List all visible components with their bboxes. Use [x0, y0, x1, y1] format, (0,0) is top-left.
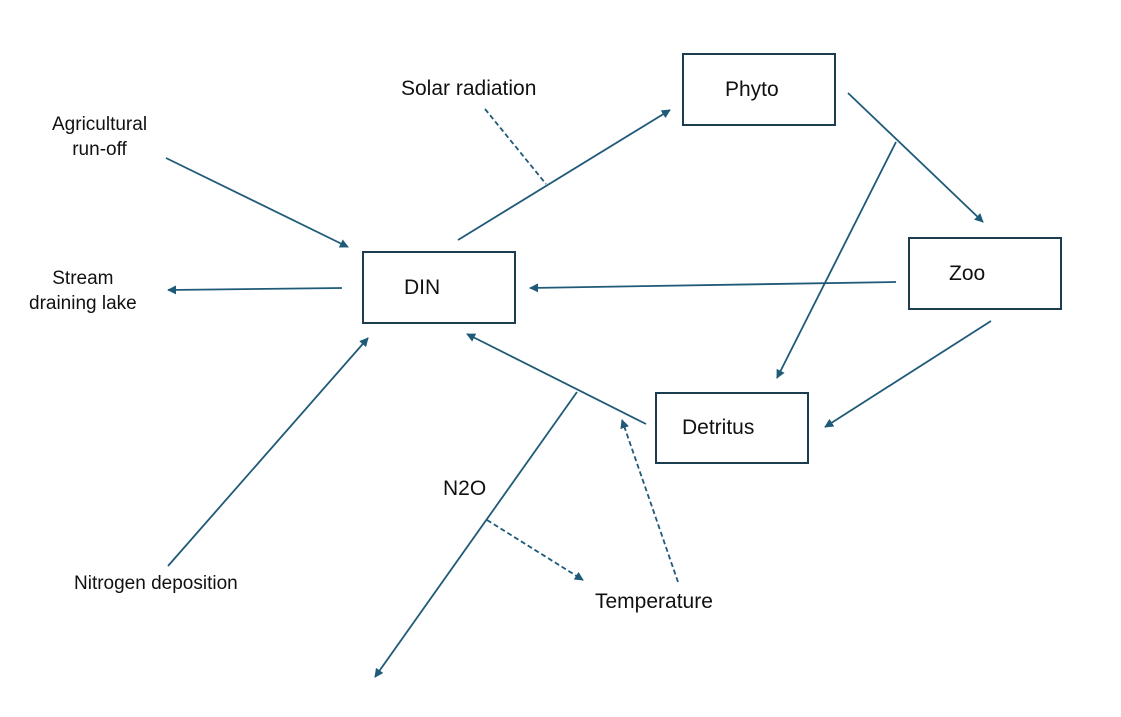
agricultural-runoff-label: Agricultural run-off	[52, 112, 147, 162]
arrow-deposition-to-din	[167, 337, 369, 567]
stream-draining-lake-line-1: Stream	[52, 268, 114, 289]
detritus-node-label: Detritus	[682, 416, 755, 439]
din-node: DIN	[362, 251, 516, 324]
dashed-temperature-to-detritus-flux	[620, 419, 679, 583]
arrow-to-n2o	[374, 391, 578, 678]
stream-draining-lake-label: Stream draining lake	[29, 266, 137, 316]
phyto-node-label: Phyto	[725, 77, 779, 101]
zoo-node-label: Zoo	[949, 261, 986, 285]
arrow-din-to-stream	[167, 285, 343, 295]
phyto-node: Phyto	[682, 53, 836, 126]
solar-radiation-label: Solar radiation	[401, 77, 537, 100]
dashed-solar-influence	[484, 108, 547, 185]
agricultural-runoff-line-1: Agricultural	[52, 114, 148, 135]
arrow-detritus-to-din	[466, 333, 647, 425]
temperature-label: Temperature	[595, 590, 713, 613]
n2o-label: N2O	[443, 477, 487, 500]
arrow-agri-to-din	[165, 157, 349, 248]
dashed-n2o-to-temperature	[486, 519, 584, 581]
arrow-phyto-to-zoo	[847, 92, 984, 223]
arrow-zoo-to-detritus	[824, 320, 992, 428]
arrow-din-to-phyto	[457, 109, 671, 241]
arrow-phyto-to-detritus	[776, 141, 897, 379]
arrow-zoo-to-din	[529, 281, 897, 293]
nitrogen-deposition-label: Nitrogen deposition	[74, 573, 238, 594]
agricultural-runoff-line-2: run-off	[72, 139, 127, 161]
din-node-label: DIN	[404, 275, 441, 299]
stream-draining-lake-line-2: draining lake	[29, 293, 137, 315]
detritus-node: Detritus	[655, 392, 809, 464]
zoo-node: Zoo	[908, 237, 1062, 310]
